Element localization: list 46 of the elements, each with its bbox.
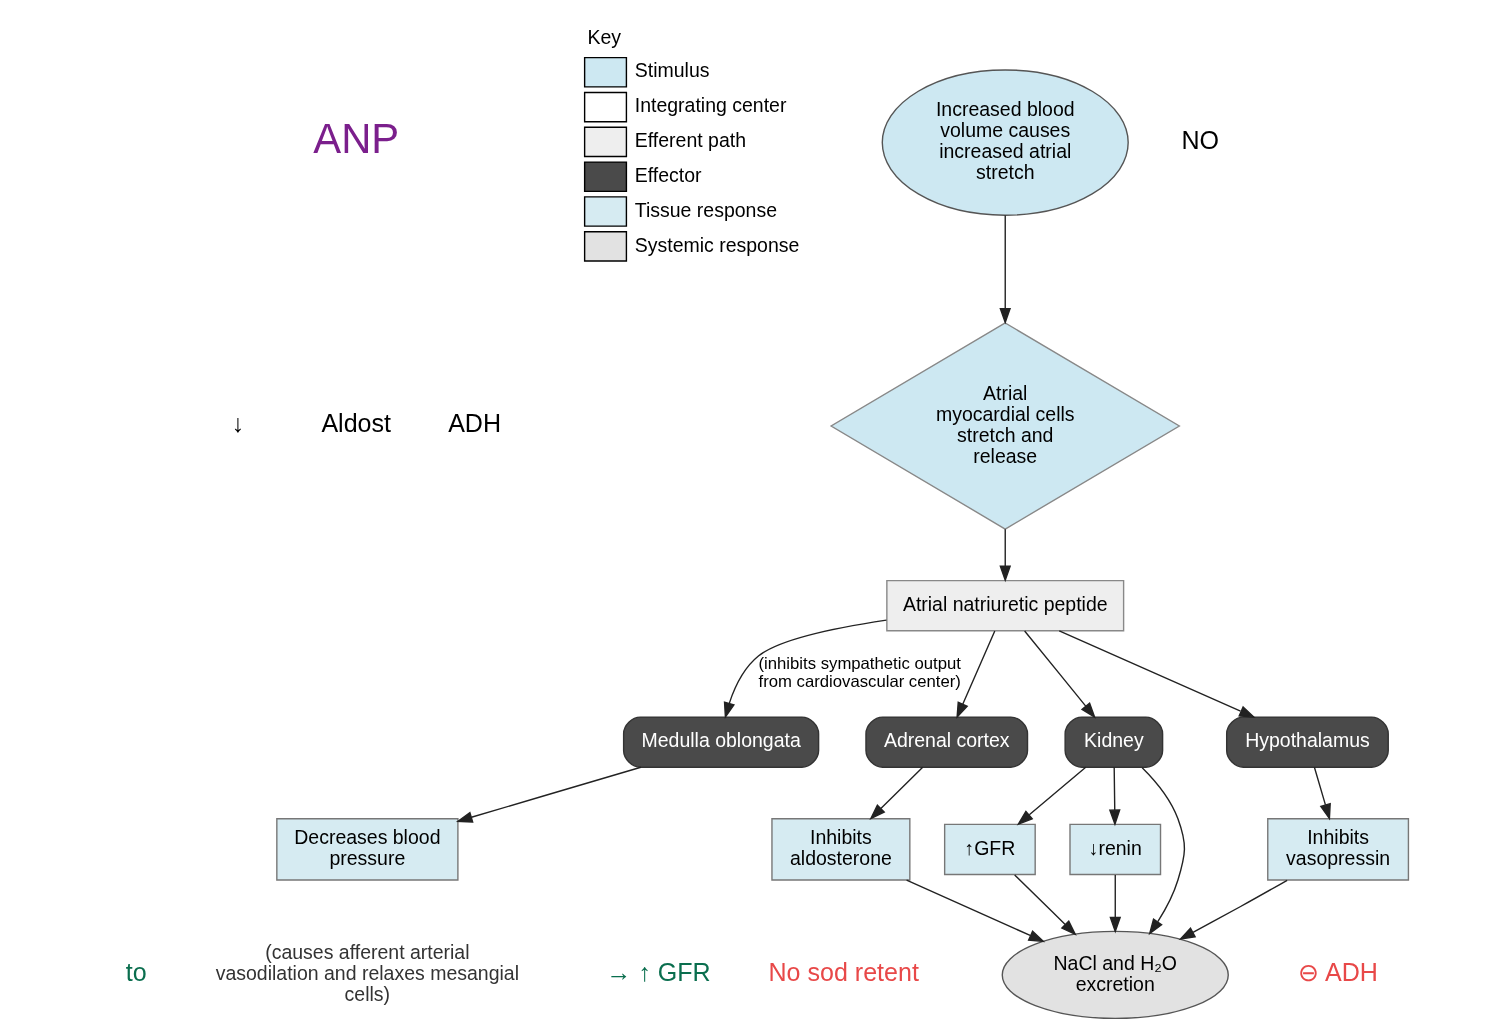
legend-label: Stimulus [634, 59, 709, 82]
node-box: Hypothalamus [1225, 716, 1389, 768]
arrow [1108, 874, 1121, 934]
label: Key [586, 25, 621, 48]
arrow [1013, 874, 1077, 936]
edge-label: (inhibits sympathetic output from cardiovascular center) [757, 654, 961, 692]
arrow [723, 619, 887, 719]
node-diamond: Atrial myocardial cells stretch and release [829, 322, 1181, 530]
arrow [1141, 766, 1185, 936]
label: → ↑ GFR [605, 958, 711, 987]
legend-label: Integrating center [634, 94, 786, 117]
label: (causes afferent arterial vasodilation and relaxes mesangial cells) [215, 941, 519, 1005]
label: ANP [312, 115, 399, 163]
node-box: Medulla oblongata [622, 716, 819, 768]
arrow [1058, 630, 1256, 718]
legend-label: Effector [634, 163, 702, 186]
label: to [125, 958, 147, 987]
node-box: ↑GFR [943, 823, 1036, 876]
node-box: Decreases blood pressure [275, 818, 459, 881]
label: Aldost [320, 409, 391, 438]
arrow [998, 214, 1011, 325]
arrow [998, 528, 1011, 583]
node-box: Adrenal cortex [864, 716, 1028, 768]
arrow [905, 879, 1045, 943]
arrow [868, 766, 923, 820]
arrow [1023, 630, 1096, 719]
legend-label: Systemic response [634, 233, 799, 256]
node-box: Atrial natriuretic peptide [885, 579, 1124, 632]
legend-label: Tissue response [634, 198, 777, 221]
arrow [1178, 879, 1288, 941]
label: ⊖ ADH [1297, 958, 1378, 987]
node-ellipse: Increased blood volume causes increased atrial stretch [881, 69, 1129, 216]
node-box: Inhibits vasopressin [1266, 818, 1409, 881]
arrow [1108, 766, 1121, 827]
arrow [1016, 766, 1086, 826]
label: No sod retent [767, 958, 919, 987]
label: ADH [447, 409, 501, 438]
node-box: Kidney [1063, 716, 1163, 768]
arrow [1313, 766, 1331, 821]
arrow [455, 766, 642, 823]
legend-label: Efferent path [634, 129, 746, 152]
arrow [955, 630, 995, 719]
node-box: ↓renin [1068, 823, 1161, 876]
node-box: Inhibits aldosterone [770, 818, 911, 881]
label: NO [1180, 125, 1219, 154]
label: ↓ [231, 409, 244, 438]
